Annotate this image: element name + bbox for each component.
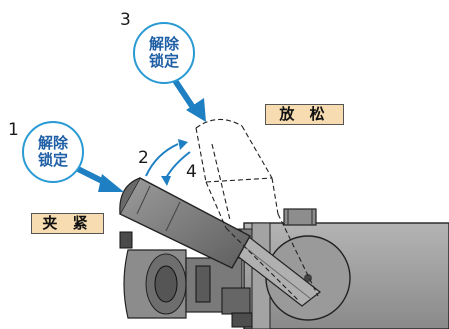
unlock-bubble-lower: 解除 锁定 [22, 121, 84, 183]
bubble-upper-line1: 解除 [148, 35, 179, 53]
clamp-base [119, 231, 253, 328]
push-arrow-upper [173, 79, 206, 122]
rotation-arrows [145, 139, 191, 186]
step-number-1: 1 [8, 120, 19, 140]
clamp-label: 夹 紧 [31, 213, 104, 234]
unlock-bubble-upper: 解除 锁定 [133, 22, 195, 84]
bubble-upper-line2: 锁定 [148, 52, 179, 70]
bubble-lower-line2: 锁定 [37, 151, 68, 169]
handle-locked [119, 177, 251, 269]
release-label: 放 松 [265, 104, 344, 125]
step-number-4: 4 [186, 162, 197, 182]
handle-open-outline [195, 118, 319, 301]
step-number-2: 2 [138, 148, 149, 168]
step-number-3: 3 [120, 10, 131, 30]
push-arrow-lower [69, 163, 124, 192]
bubble-lower-line1: 解除 [37, 134, 68, 152]
